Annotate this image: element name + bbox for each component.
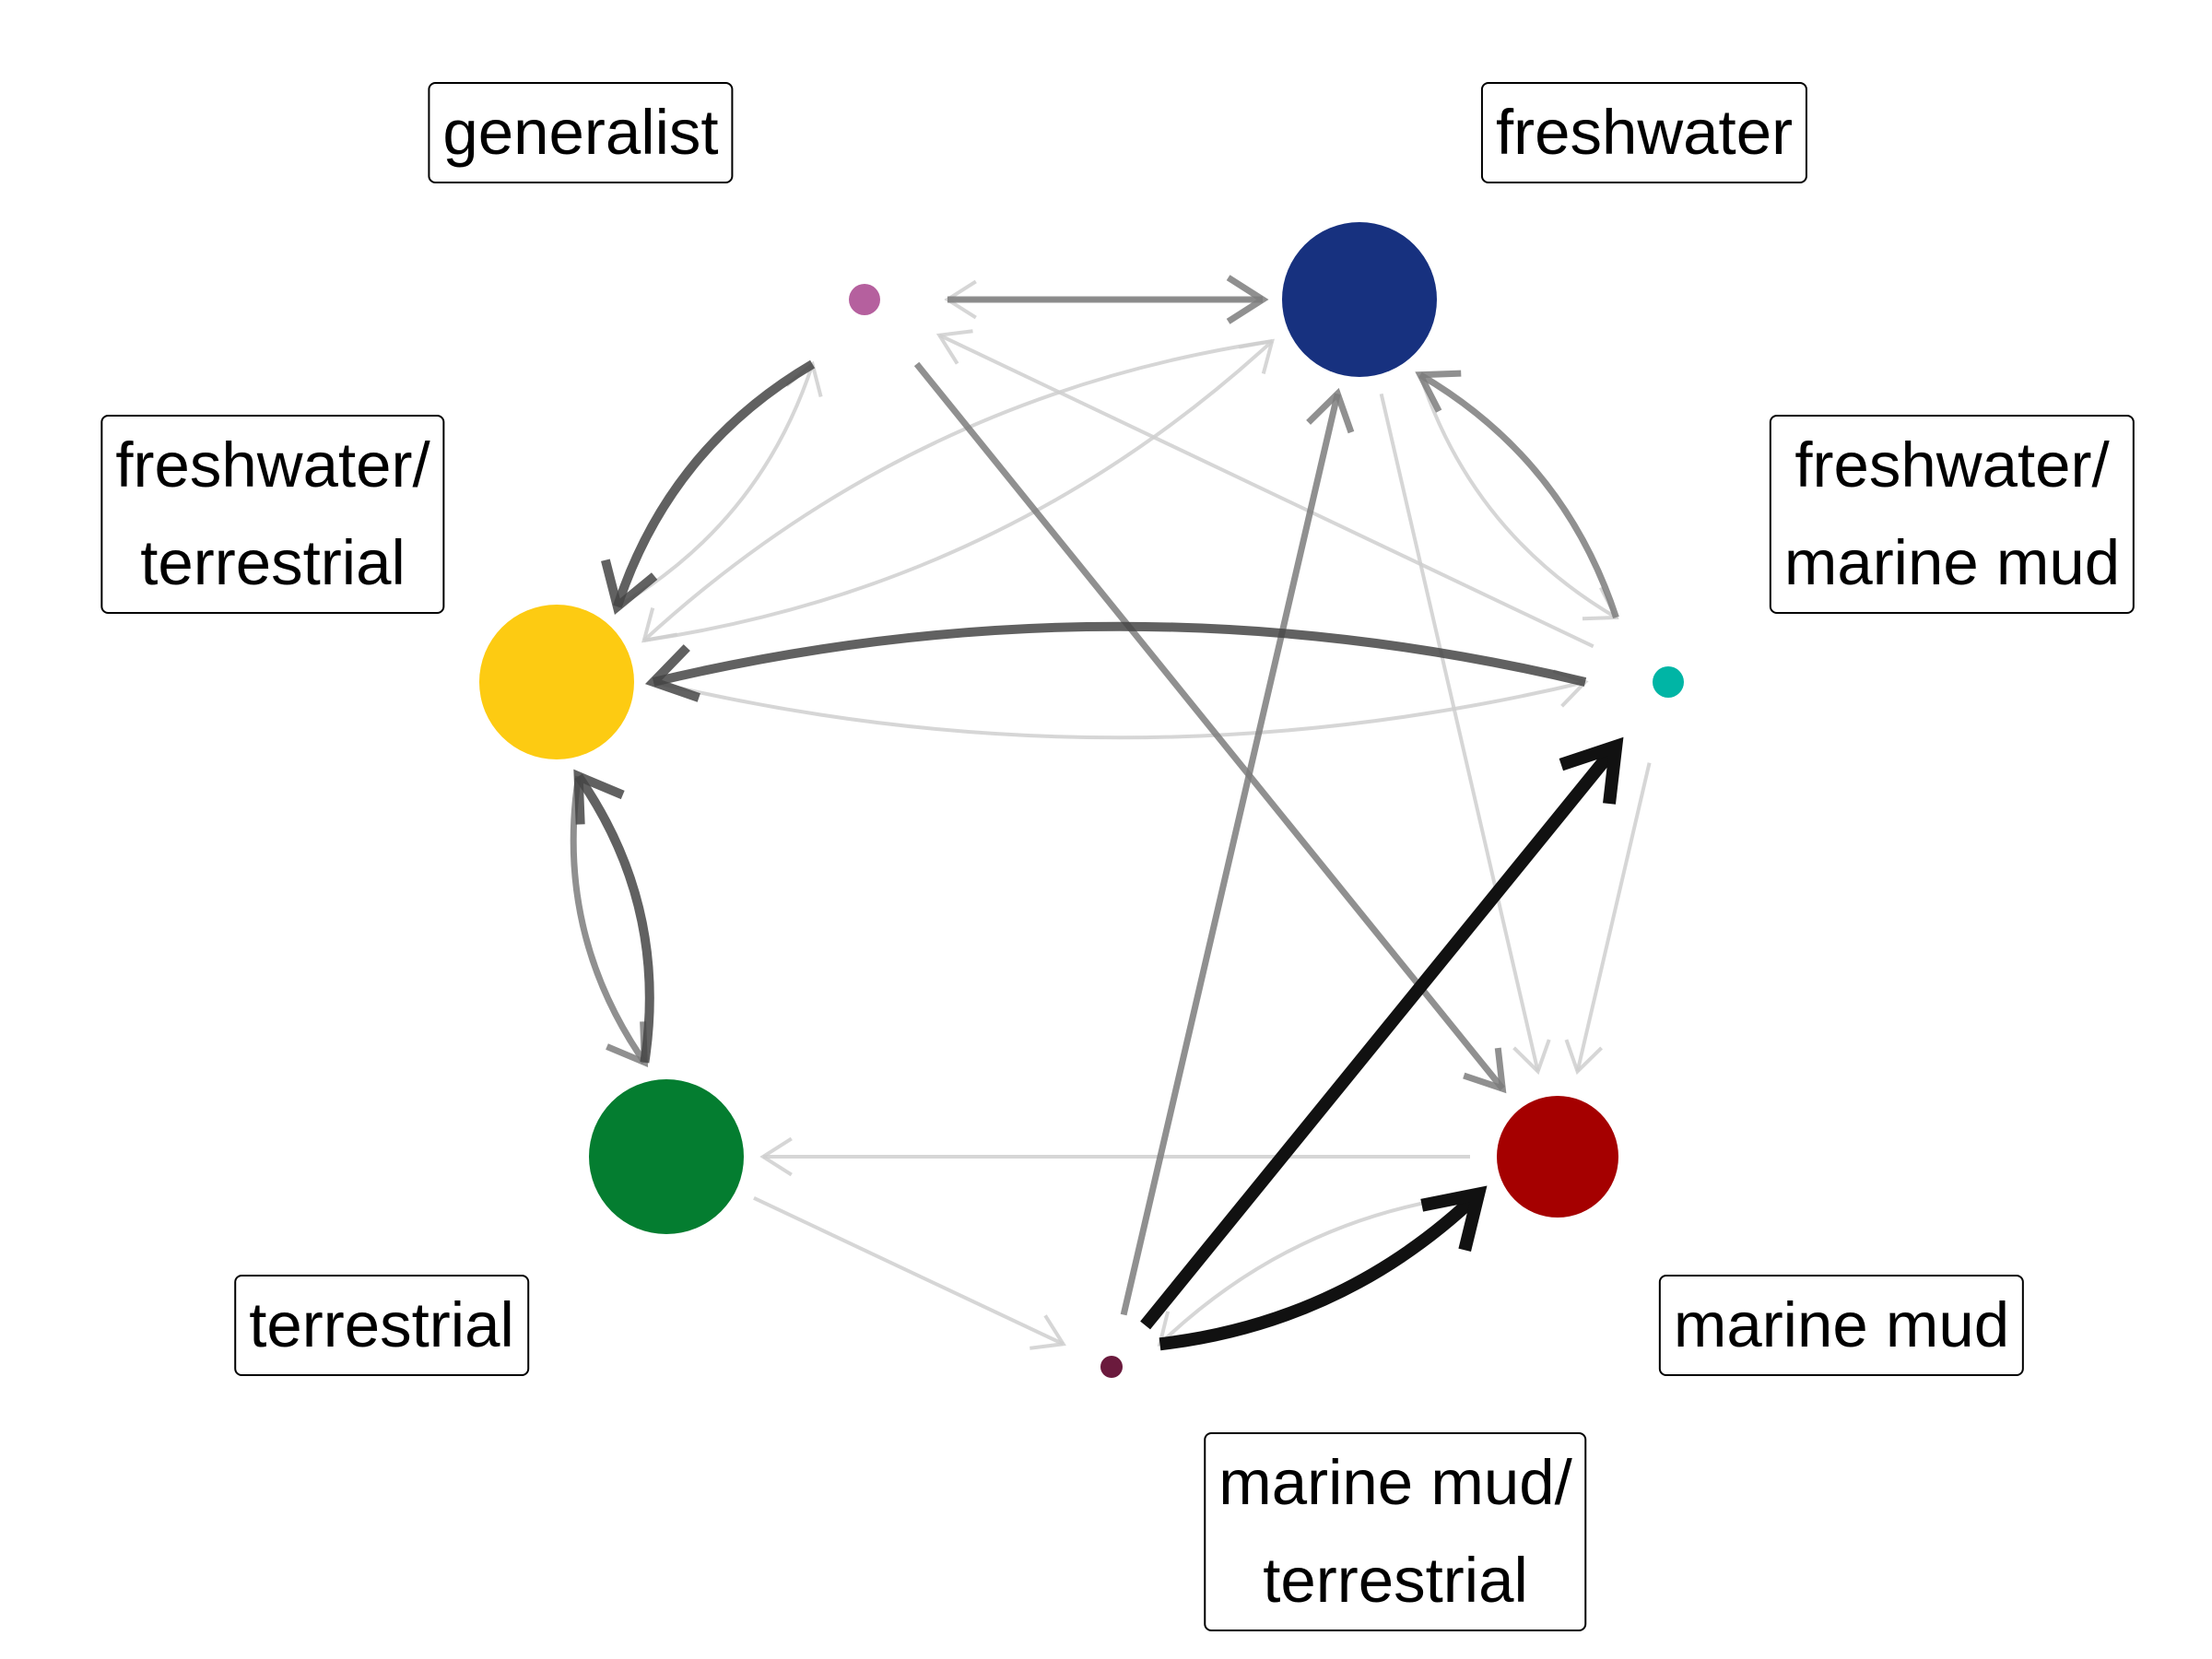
node-generalist — [849, 284, 880, 315]
arrowhead-generalist-to-freshwater — [1226, 275, 1269, 324]
label-freshwater-terrestrial: freshwater/ terrestrial — [100, 415, 445, 614]
label-freshwater-marine-mud-line-1: freshwater/ — [1794, 429, 2110, 500]
edge-freshwater-terrestrial-to-freshwater — [643, 339, 1274, 642]
label-marine-mud-terrestrial-line-2: terrestrial — [1263, 1545, 1528, 1616]
edge-freshwater-marine-mud-to-freshwater-terrestrial — [652, 621, 1587, 687]
arrowhead-marine-mud-terrestrial-to-freshwater — [1306, 387, 1355, 434]
node-marine-mud — [1497, 1096, 1618, 1218]
label-marine-mud-terrestrial: marine mud/ terrestrial — [1204, 1432, 1587, 1631]
label-marine-mud-line-1: marine mud — [1673, 1289, 2010, 1360]
edge-freshwater-marine-mud-to-generalist — [938, 333, 1594, 649]
edge-marine-mud-terrestrial-to-freshwater — [1120, 393, 1341, 1316]
edge-freshwater-to-freshwater-terrestrial — [642, 339, 1273, 642]
arrowhead-freshwater-marine-mud-to-freshwater-terrestrial — [644, 644, 700, 702]
edge-terrestrial-to-marine-mud-terrestrial — [753, 1196, 1065, 1347]
edge-freshwater-marine-mud-to-freshwater — [1418, 371, 1619, 619]
label-freshwater-line-1: freshwater — [1495, 97, 1794, 168]
arrowhead-generalist-to-freshwater-terrestrial — [601, 559, 658, 616]
edge-freshwater-terrestrial-to-generalist — [616, 363, 815, 608]
edges-layer — [570, 275, 1652, 1351]
arrowhead-terrestrial-to-marine-mud-terrestrial — [1030, 1314, 1066, 1350]
arrowhead-terrestrial-to-freshwater-terrestrial — [573, 769, 625, 825]
arrowhead-freshwater-terrestrial-to-freshwater — [1238, 338, 1275, 374]
label-freshwater-terrestrial-line-1: freshwater/ — [115, 429, 430, 500]
label-freshwater-terrestrial-line-2: terrestrial — [140, 527, 406, 598]
edge-marine-mud-terrestrial-to-freshwater-marine-mud — [1140, 742, 1621, 1330]
label-freshwater-marine-mud-line-2: marine mud — [1783, 527, 2121, 598]
edge-generalist-to-freshwater-terrestrial — [613, 359, 816, 608]
edge-freshwater-terrestrial-to-terrestrial — [570, 775, 648, 1065]
label-marine-mud: marine mud — [1658, 1275, 2025, 1376]
label-generalist: generalist — [428, 82, 734, 183]
edge-freshwater-terrestrial-to-freshwater-marine-mud — [653, 680, 1586, 740]
arrowhead-marine-mud-to-terrestrial — [759, 1136, 793, 1177]
node-marine-mud-terrestrial — [1100, 1356, 1123, 1378]
arrowhead-marine-mud-terrestrial-to-marine-mud — [1420, 1185, 1488, 1252]
label-terrestrial: terrestrial — [234, 1275, 529, 1376]
label-freshwater-marine-mud: freshwater/ marine mud — [1769, 415, 2136, 614]
node-terrestrial — [589, 1079, 744, 1234]
edge-freshwater-to-freshwater-marine-mud — [1418, 374, 1618, 619]
label-terrestrial-line-1: terrestrial — [249, 1289, 514, 1360]
label-freshwater: freshwater — [1480, 82, 1808, 183]
node-freshwater — [1282, 222, 1437, 377]
arrowhead-marine-mud-terrestrial-to-freshwater-marine-mud — [1559, 736, 1624, 805]
edge-marine-mud-to-marine-mud-terrestrial — [1159, 1192, 1479, 1346]
edge-generalist-to-marine-mud — [913, 361, 1505, 1091]
edge-marine-mud-terrestrial-to-marine-mud — [1159, 1189, 1483, 1351]
node-freshwater-marine-mud — [1653, 666, 1684, 698]
nodes-layer — [479, 222, 1684, 1378]
arrowhead-freshwater-marine-mud-to-generalist — [935, 329, 973, 365]
label-generalist-line-1: generalist — [442, 97, 719, 168]
node-freshwater-terrestrial — [479, 605, 634, 759]
arrowhead-generalist-to-marine-mud — [1463, 1047, 1507, 1094]
arrowhead-freshwater-marine-mud-to-freshwater — [1415, 370, 1462, 413]
edge-freshwater-to-marine-mud — [1379, 393, 1540, 1072]
edge-freshwater-marine-mud-to-marine-mud — [1575, 762, 1652, 1072]
arrowhead-freshwater-marine-mud-to-marine-mud — [1564, 1039, 1604, 1076]
label-marine-mud-terrestrial-line-1: marine mud/ — [1218, 1447, 1572, 1518]
arrowhead-freshwater-to-marine-mud — [1512, 1039, 1551, 1076]
edge-terrestrial-to-freshwater-terrestrial — [574, 773, 654, 1064]
